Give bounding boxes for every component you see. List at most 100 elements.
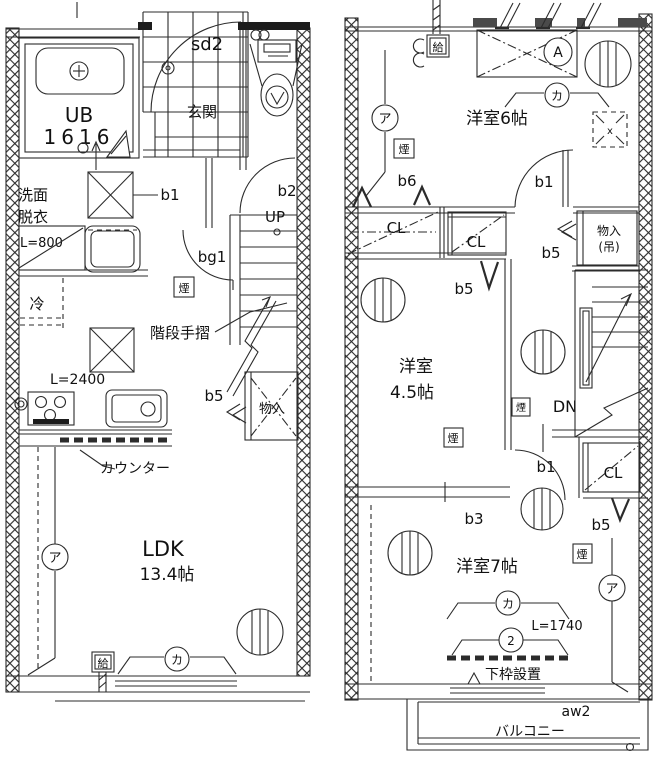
sym-2-circle: 2 — [507, 634, 515, 648]
washroom-label-2: 脱衣 — [18, 208, 48, 226]
cl-low-label: CL — [604, 464, 623, 482]
room45: 洋室 4.5帖 煙 煙 DN b1 — [360, 259, 577, 531]
b1-mid-label: b1 — [536, 458, 555, 476]
kitchen: L=2400 カウンター — [14, 327, 172, 477]
svg-text:ア: ア — [605, 582, 618, 597]
l2400-label: L=2400 — [50, 372, 105, 388]
ceiling-fan-2f-e — [387, 530, 433, 576]
b2-label: b2 — [277, 182, 296, 200]
smoke-detector-2f-top: 煙 — [393, 138, 415, 159]
svg-text:煙: 煙 — [577, 548, 588, 561]
room45-label-2: 4.5帖 — [390, 383, 434, 403]
stove — [27, 391, 75, 426]
ub-label: UB — [65, 103, 93, 127]
b1-top-label: b1 — [534, 173, 553, 191]
supply-box-2f: 給 — [412, 0, 450, 68]
hanging-storage: 物入 (吊) — [576, 210, 638, 266]
svg-text:給: 給 — [98, 656, 109, 670]
room6-label: 洋室6帖 — [466, 109, 528, 129]
b5-mid-label: b5 — [454, 280, 473, 298]
sym-a-circle-2f-top: ア — [371, 104, 399, 132]
b5-label: b5 — [204, 387, 223, 405]
svg-text:煙: 煙 — [399, 143, 410, 156]
smoke-detector-1f: 煙 — [173, 276, 195, 298]
svg-text:ア: ア — [48, 551, 61, 566]
dn-label: DN — [553, 397, 577, 416]
awning-window-icons — [495, 2, 602, 30]
storage-label: 物入 — [259, 402, 285, 417]
ceiling-fan-2f-d — [520, 487, 564, 531]
l1740-label: L=1740 — [531, 619, 582, 634]
sym-ka-1f: カ — [171, 653, 183, 667]
window2-bracket: 2 — [451, 627, 569, 656]
ceiling-fan-2f-b — [360, 277, 406, 323]
floor1-exterior-walls — [5, 2, 311, 702]
floor2-exterior-walls — [344, 2, 653, 701]
unit-bath: UB 1616 — [18, 37, 140, 170]
room7-label: 洋室7帖 — [456, 557, 518, 577]
sym-ka-2f-top: カ — [551, 89, 563, 103]
sym-a-circle-2f-low: ア — [598, 574, 626, 602]
sym-A-circle: A — [543, 37, 573, 67]
svg-text:給: 給 — [433, 40, 444, 54]
sd2-label: sd2 — [191, 34, 223, 55]
aw2-label: aw2 — [562, 704, 591, 720]
room6-window-bracket: カ — [504, 82, 610, 108]
toilet-door-arc — [239, 157, 296, 214]
ldk-size-label: 13.4帖 — [140, 565, 195, 585]
sink — [105, 389, 168, 428]
b5-right-label: b5 — [541, 244, 560, 262]
paper-holder-icon — [250, 29, 262, 41]
room7-window-bracket: カ — [446, 590, 570, 620]
room7: 洋室7帖 煙 ア カ L=1740 2 下枠設置 — [370, 505, 629, 693]
smoke-detector-2f-room: 煙 — [443, 427, 464, 448]
supply-box-1f: 給 — [91, 651, 115, 692]
storage-1f: 物入 b5 — [204, 371, 299, 441]
l800-label: L=800 — [20, 236, 63, 251]
room6-door-arc — [514, 149, 574, 208]
floor1-plan: UB 1616 sd2 玄関 — [5, 2, 311, 702]
ceiling-fan-2f-a — [584, 40, 632, 88]
handrail-label: 階段手摺 — [150, 324, 210, 342]
b1-label: b1 — [160, 186, 179, 204]
svg-text:x: x — [607, 126, 613, 137]
ceiling-fan-2f-c — [520, 329, 566, 375]
closet-low-2f: CL b5 — [578, 437, 648, 534]
floor2-plan: 給 A カ 洋室6帖 ア — [344, 0, 653, 752]
room45-label-1: 洋室 — [399, 357, 433, 377]
washroom-door-arc — [182, 229, 234, 281]
svg-text:煙: 煙 — [516, 402, 526, 414]
toilet-bowl — [260, 73, 294, 117]
ldk-label: LDK — [142, 537, 185, 561]
sym-a-circle-1f: ア — [41, 543, 69, 571]
fridge-space: 冷 — [20, 278, 64, 330]
ceiling-fan-1f — [236, 608, 284, 656]
equipment-box-2 — [89, 327, 135, 373]
svg-text:(吊): (吊) — [598, 240, 619, 254]
lower-frame-label: 下枠設置 — [485, 667, 541, 683]
ub-size-label: 1616 — [44, 125, 115, 149]
room45-door-arc — [514, 449, 566, 501]
room6: A カ 洋室6帖 ア 煙 — [352, 29, 632, 208]
svg-text:A: A — [553, 45, 563, 61]
fridge-label: 冷 — [29, 295, 44, 313]
svg-text:物入: 物入 — [597, 224, 621, 238]
entrance-label: 玄関 — [187, 103, 217, 121]
cl-left-label: CL — [387, 219, 406, 237]
stairs-1f: 階段手摺 — [150, 214, 297, 397]
stairs-2f — [552, 269, 649, 438]
balcony: aw2 バルコニー — [406, 699, 649, 752]
balcony-label: バルコニー — [495, 724, 565, 740]
sym-ka-2f-low: カ — [502, 597, 514, 611]
b3-wall: b3 — [345, 482, 510, 528]
counter-label: カウンター — [100, 461, 170, 477]
b5-low-label: b5 — [591, 516, 610, 534]
up-label: UP — [265, 208, 285, 226]
closet-band-2f: CL CL b5 物入 (吊) b5 — [345, 206, 639, 298]
ldk-window: カ — [117, 646, 237, 675]
svg-text:煙: 煙 — [179, 282, 190, 295]
b3-label: b3 — [464, 510, 483, 528]
smoke-detector-2f-low: 煙 — [572, 543, 593, 564]
